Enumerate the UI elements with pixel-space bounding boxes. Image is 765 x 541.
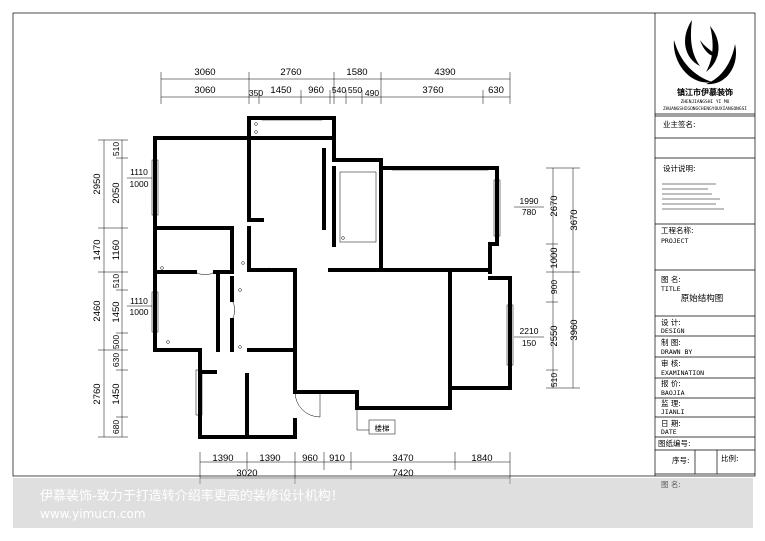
top-dim-2-7: 3760 [422,85,443,96]
design-label-en: DESIGN [661,327,685,335]
bottom-dim-2-0: 3020 [236,468,257,479]
top-dim-1-0: 3060 [194,67,215,78]
right-dim-inner-1: 1000 [549,247,560,268]
exam-label-en: EXAMINATION [661,369,704,377]
left-dim-outer-3: 2760 [92,383,103,404]
exam-label-cn: 审 核: [661,358,681,368]
project-label-en: PROJECT [661,237,688,245]
left-dim-inner-3: 510 [111,274,121,288]
left-dim-inner-5: 500 [111,335,121,349]
drawing-no-label: 图纸编号: [658,438,691,448]
right-dimensions: 3670 3960 2670 1000 900 2550 510 1990 78… [514,167,580,389]
left-window-2-top: 1110 [130,296,148,306]
doors [194,267,321,418]
bottom-dim-1-1: 1390 [259,453,280,464]
bottom-dim-1-4: 3470 [392,453,413,464]
top-dim-2-3: 960 [308,85,324,96]
top-dim-2-8: 630 [488,85,504,96]
stair-label: 楼梯 [375,423,390,433]
left-dim-inner-2: 1160 [111,240,122,260]
date-label-en: DATE [661,428,677,436]
bottom-dim-1-3: 910 [329,453,345,464]
quote-label-cn: 报 价: [661,378,681,388]
bottom-dim-2-1: 7420 [392,468,413,479]
supervise-label-en: JIANLI [661,408,685,416]
top-dim-2-2: 1450 [270,85,291,96]
date-label-cn: 日 期: [661,419,681,428]
quote-label-en: BAOJIA [661,389,685,397]
company-name-pinyin-2: ZHUANGSHIGONGCHENGYOUXIANGONGSI [663,106,747,112]
title-block: 镇江市伊慕装饰 ZHENJIANGSHI YI MU ZHUANGSHIGONG… [655,20,755,489]
bottom-dim-1-5: 1840 [471,453,492,464]
name-label: 图 名: [661,479,681,489]
company-name-cn: 镇江市伊慕装饰 [677,87,733,97]
right-dim-outer-1: 3960 [569,319,580,340]
left-dim-outer-1: 1470 [92,239,103,260]
top-dim-2-5: 550 [348,85,362,95]
windows [151,117,514,416]
top-dim-2-1: 350 [249,88,263,98]
right-window-2-bottom: 150 [522,338,536,348]
right-dim-outer-0: 3670 [569,209,580,230]
bottom-dimensions: 1390 1390 960 910 3470 1840 3020 7420 [199,452,511,484]
design-label-cn: 设 计: [661,317,681,327]
right-dim-inner-0: 2670 [549,195,560,216]
left-window-1-bottom: 1000 [130,179,149,189]
top-dim-1-3: 4390 [434,67,455,78]
left-dim-inner-6: 630 [111,353,121,367]
left-dim-outer-0: 2950 [92,173,103,194]
sheet-border [12,12,756,477]
left-window-1-top: 1110 [130,167,148,177]
company-name-pinyin: ZHENJIANGSHI YI MU [681,99,730,105]
pipe-markers [160,122,345,349]
left-dim-outer-2: 2460 [92,300,103,321]
drawn-label-en: DRAWN BY [661,348,692,356]
title-label-en: TITLE [661,285,681,293]
project-label-cn: 工程名称: [661,225,694,235]
left-window-2-bottom: 1000 [130,307,149,317]
left-dimensions: 2950 1470 2460 2760 510 2050 1160 510 14… [92,139,152,438]
left-dim-inner-7: 1450 [111,383,122,404]
scale-label: 比例: [721,453,739,463]
top-dim-1-2: 1580 [346,67,367,78]
seq-label: 序号: [672,455,690,465]
company-logo [673,20,737,85]
title-label-cn: 图 名: [661,274,681,284]
right-window-1-top: 1990 [520,196,539,206]
watermark-url: www.yimucn.com [40,507,146,521]
top-dim-1-1: 2760 [280,67,301,78]
owner-signature-label: 业主签名: [663,119,696,129]
left-dim-inner-1: 2050 [111,182,122,203]
design-note-label: 设计说明: [663,163,696,173]
left-dim-inner-4: 1450 [111,301,122,322]
right-dim-inner-4: 510 [549,373,559,387]
right-window-2-top: 2210 [520,326,539,336]
left-dim-inner-0: 510 [111,142,121,156]
watermark: 伊慕装饰-致力于打造转介绍率更高的装修设计机构！ www.yimucn.com [13,478,753,528]
watermark-band [13,478,753,528]
top-dim-2-4: 540 [332,85,346,95]
stair-marker: 楼梯 [356,408,396,435]
top-dim-2-6: 490 [365,88,379,98]
right-dim-inner-3: 2550 [549,325,560,346]
right-dim-inner-2: 900 [549,280,559,294]
bottom-dim-1-0: 1390 [212,453,233,464]
drawing-title: 原始结构图 [681,293,724,304]
floor-plan [153,116,512,439]
watermark-slogan: 伊慕装饰-致力于打造转介绍率更高的装修设计机构！ [40,488,344,504]
bottom-dim-1-2: 960 [302,453,318,464]
left-dim-inner-8: 680 [111,420,121,434]
drawn-label-cn: 制 图: [661,337,681,347]
right-window-1-bottom: 780 [522,207,536,217]
top-dimensions: 3060 2760 1580 4390 3060 350 1450 960 54… [160,67,511,104]
supervise-label-cn: 监 理: [661,398,681,408]
top-dim-2-0: 3060 [194,85,215,96]
